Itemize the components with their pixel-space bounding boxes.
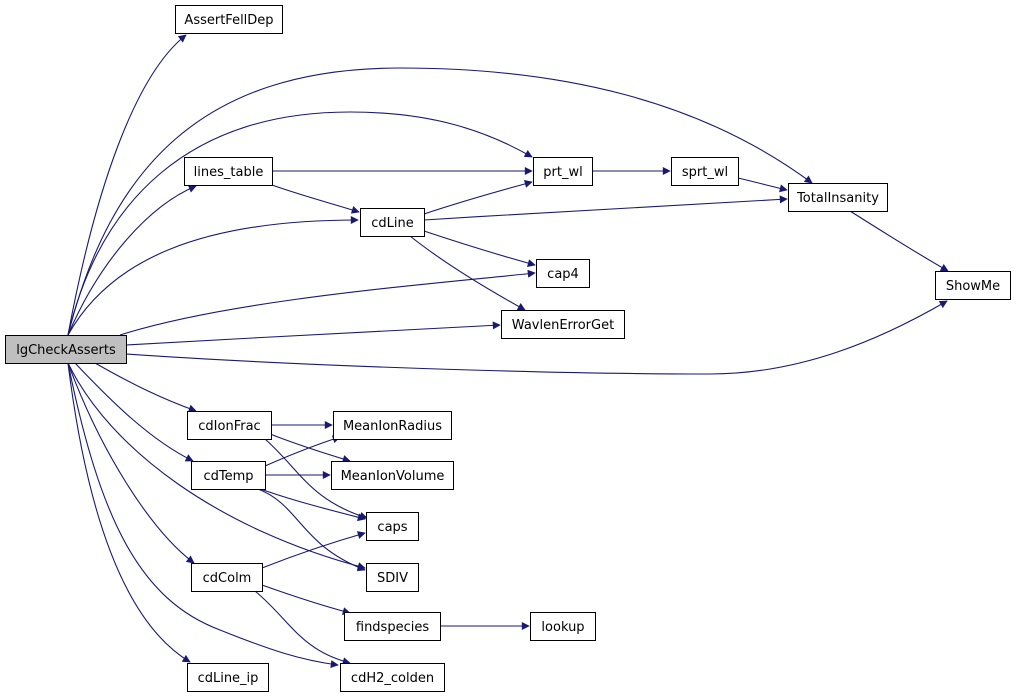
node-lgCheckAsserts[interactable]: lgCheckAsserts bbox=[5, 335, 127, 364]
node-label-AssertFellDep: AssertFellDep bbox=[184, 13, 273, 28]
node-label-ShowMe: ShowMe bbox=[946, 279, 1000, 294]
node-box-SDIV[interactable] bbox=[366, 563, 419, 592]
edge-lgCheckAsserts-to-lines_table bbox=[67, 185, 197, 336]
node-label-cdLine_ip: cdLine_ip bbox=[198, 671, 259, 686]
edge-cdLine-to-TotalInsanity bbox=[423, 195, 788, 221]
edge-cdIonFrac-to-caps bbox=[264, 438, 368, 520]
node-label-cdTemp: cdTemp bbox=[203, 469, 253, 484]
node-label-MeanIonVolume: MeanIonVolume bbox=[341, 469, 445, 484]
edge-lgCheckAsserts-to-cdTemp bbox=[74, 362, 194, 462]
node-box-AssertFellDep[interactable] bbox=[175, 5, 283, 34]
node-caps[interactable]: caps bbox=[366, 512, 419, 541]
edge-cdTemp-to-MeanIonRadius bbox=[264, 435, 341, 467]
node-cdTemp[interactable]: cdTemp bbox=[191, 461, 266, 490]
edge-lgCheckAsserts-to-AssertFellDep bbox=[67, 34, 187, 336]
node-box-cdH2_colden[interactable] bbox=[340, 663, 445, 692]
node-cdColm[interactable]: cdColm bbox=[191, 563, 263, 592]
node-label-lines_table: lines_table bbox=[194, 165, 264, 180]
edge-cdLine-to-prt_wl bbox=[423, 180, 533, 215]
node-box-sprt_wl[interactable] bbox=[671, 157, 739, 186]
edge-lgCheckAsserts-to-cdLine bbox=[67, 216, 359, 336]
node-box-cdLine[interactable] bbox=[360, 208, 425, 237]
node-SDIV[interactable]: SDIV bbox=[366, 563, 419, 592]
node-label-lgCheckAsserts: lgCheckAsserts bbox=[16, 343, 116, 358]
edge-cdLine-to-WavlenErrorGet bbox=[409, 235, 526, 311]
node-cdIonFrac[interactable]: cdIonFrac bbox=[187, 411, 272, 440]
node-prt_wl[interactable]: prt_wl bbox=[533, 157, 593, 186]
node-label-cap4: cap4 bbox=[547, 267, 579, 282]
node-box-findspecies[interactable] bbox=[344, 612, 441, 641]
node-box-cdTemp[interactable] bbox=[191, 461, 266, 490]
node-label-WavlenErrorGet: WavlenErrorGet bbox=[512, 318, 614, 333]
node-box-WavlenErrorGet[interactable] bbox=[501, 310, 625, 339]
node-TotalInsanity[interactable]: TotalInsanity bbox=[788, 183, 888, 212]
edge-lgCheckAsserts-to-prt_wl bbox=[67, 111, 533, 336]
node-MeanIonVolume[interactable]: MeanIonVolume bbox=[331, 461, 454, 490]
node-label-prt_wl: prt_wl bbox=[543, 165, 582, 180]
node-box-caps[interactable] bbox=[366, 512, 419, 541]
node-cap4[interactable]: cap4 bbox=[536, 259, 590, 288]
edge-lgCheckAsserts-to-TotalInsanity bbox=[67, 67, 813, 336]
node-label-TotalInsanity: TotalInsanity bbox=[796, 191, 879, 206]
edge-cdColm-to-cdH2_colden bbox=[254, 590, 351, 666]
edge-lines_table-to-cdLine bbox=[271, 184, 360, 214]
node-label-lookup: lookup bbox=[541, 620, 584, 635]
edge-cdColm-to-findspecies bbox=[261, 584, 351, 616]
edge-sprt_wl-to-TotalInsanity bbox=[737, 177, 788, 193]
edge-cdColm-to-caps bbox=[261, 531, 366, 569]
node-sprt_wl[interactable]: sprt_wl bbox=[671, 157, 739, 186]
node-box-lines_table[interactable] bbox=[184, 157, 273, 186]
node-MeanIonRadius[interactable]: MeanIonRadius bbox=[333, 411, 452, 440]
node-findspecies[interactable]: findspecies bbox=[344, 612, 441, 641]
node-label-cdColm: cdColm bbox=[203, 571, 252, 586]
edge-lgCheckAsserts-to-cap4 bbox=[119, 269, 536, 336]
node-label-caps: caps bbox=[377, 520, 407, 535]
node-label-MeanIonRadius: MeanIonRadius bbox=[343, 419, 442, 434]
node-ShowMe[interactable]: ShowMe bbox=[935, 271, 1011, 300]
node-box-cdColm[interactable] bbox=[191, 563, 263, 592]
node-lines_table[interactable]: lines_table bbox=[184, 157, 273, 186]
node-label-cdLine: cdLine bbox=[371, 216, 414, 231]
edge-TotalInsanity-to-ShowMe bbox=[849, 210, 949, 272]
node-AssertFellDep[interactable]: AssertFellDep bbox=[175, 5, 283, 34]
node-box-lookup[interactable] bbox=[530, 612, 596, 641]
node-label-cdIonFrac: cdIonFrac bbox=[198, 419, 260, 434]
edge-cdLine-to-cap4 bbox=[423, 230, 536, 267]
edge-lgCheckAsserts-to-cdIonFrac bbox=[94, 362, 197, 413]
node-label-SDIV: SDIV bbox=[377, 571, 408, 586]
edge-cdTemp-to-caps bbox=[254, 486, 366, 522]
node-label-findspecies: findspecies bbox=[356, 620, 429, 635]
node-box-MeanIonVolume[interactable] bbox=[331, 461, 454, 490]
node-box-cap4[interactable] bbox=[536, 259, 590, 288]
node-lookup[interactable]: lookup bbox=[530, 612, 596, 641]
nodes-layer: lgCheckAsserts AssertFellDep lines_table pr… bbox=[5, 5, 1011, 692]
edge-lgCheckAsserts-to-WavlenErrorGet bbox=[125, 321, 501, 346]
node-box-cdIonFrac[interactable] bbox=[187, 411, 272, 440]
node-box-lgCheckAsserts[interactable] bbox=[5, 335, 127, 364]
node-label-cdH2_colden: cdH2_colden bbox=[351, 671, 434, 686]
node-WavlenErrorGet[interactable]: WavlenErrorGet bbox=[501, 310, 625, 339]
node-label-sprt_wl: sprt_wl bbox=[682, 165, 728, 180]
edge-lgCheckAsserts-to-cdColm bbox=[67, 362, 195, 564]
edge-lgCheckAsserts-to-ShowMe bbox=[125, 300, 948, 375]
node-box-TotalInsanity[interactable] bbox=[788, 183, 888, 212]
edges-layer bbox=[67, 34, 949, 669]
edge-cdTemp-to-SDIV bbox=[257, 488, 366, 572]
edge-lgCheckAsserts-to-cdH2_colden bbox=[67, 362, 339, 669]
node-box-cdLine_ip[interactable] bbox=[187, 663, 269, 692]
node-box-ShowMe[interactable] bbox=[935, 271, 1011, 300]
node-cdLine[interactable]: cdLine bbox=[360, 208, 425, 237]
edge-cdIonFrac-to-MeanIonVolume bbox=[264, 431, 351, 463]
node-box-MeanIonRadius[interactable] bbox=[333, 411, 452, 440]
edge-lgCheckAsserts-to-cdLine_ip bbox=[67, 362, 191, 663]
node-cdLine_ip[interactable]: cdLine_ip bbox=[187, 663, 269, 692]
node-box-prt_wl[interactable] bbox=[533, 157, 593, 186]
node-cdH2_colden[interactable]: cdH2_colden bbox=[340, 663, 445, 692]
